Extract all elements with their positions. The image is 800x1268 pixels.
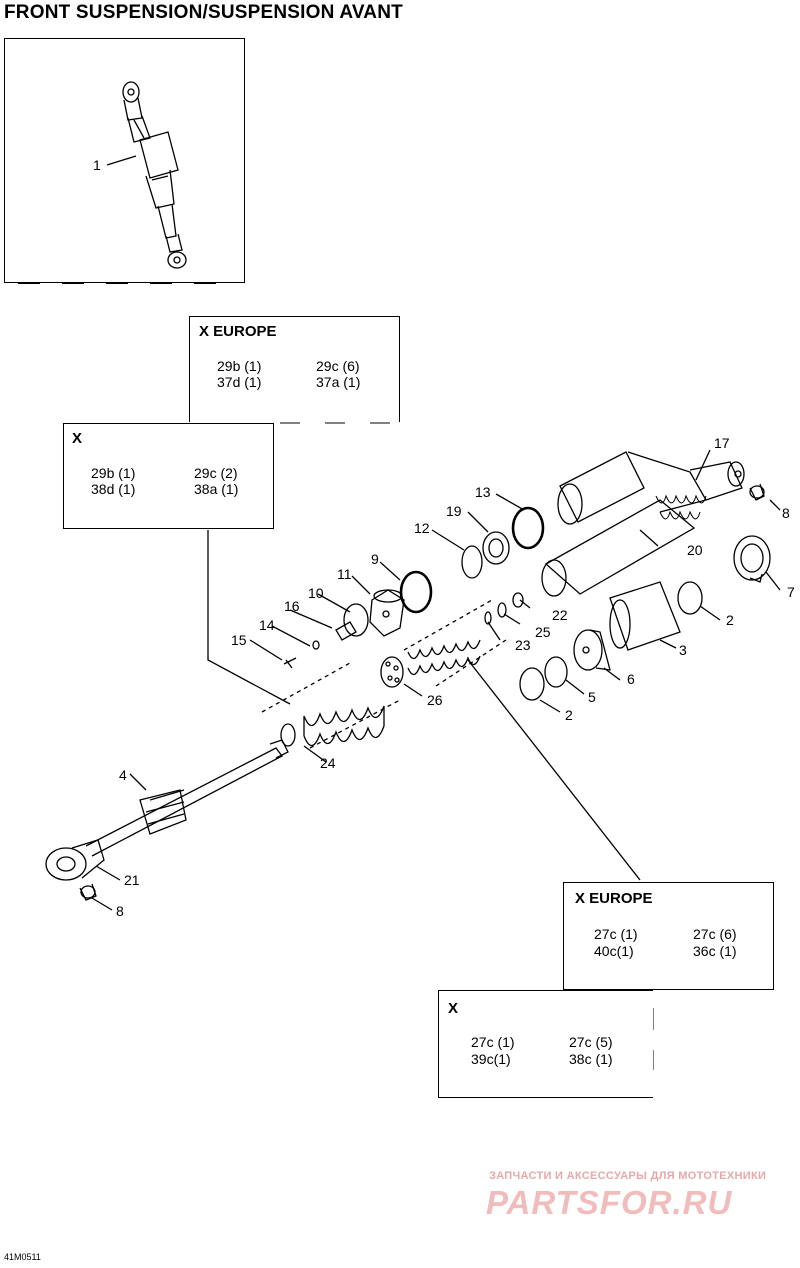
info-box-title: X EUROPE [575, 890, 653, 907]
callout-7: 7 [787, 584, 795, 600]
info-box-cell: 27c (1) [594, 926, 638, 942]
info-box-cell: 29b (1) [91, 465, 136, 481]
callout-2-lower: 2 [565, 707, 573, 723]
body-tube-part-20 [541, 494, 707, 597]
info-box-cell: 29c (6) [316, 358, 360, 374]
figure-id: 41M0511 [4, 1252, 41, 1262]
inset-shock-absorber [106, 81, 187, 269]
info-box-cell: 37d (1) [217, 374, 262, 390]
info-box-cell: 27c (1) [471, 1034, 515, 1050]
info-box-x-upper: X 29b (1) 29c (2) 38d (1) 38a (1) [63, 423, 274, 529]
info-box-cell: 29c (2) [194, 465, 238, 481]
info-box-cell: 38a (1) [194, 481, 239, 497]
page-title: FRONT SUSPENSION/SUSPENSION AVANT [4, 2, 403, 23]
callout-20: 20 [687, 542, 703, 558]
callout-21: 21 [124, 872, 140, 888]
callout-16: 16 [284, 598, 300, 614]
callout-8: 8 [782, 505, 790, 521]
info-box-title: X [448, 1000, 459, 1017]
callout-14: 14 [259, 617, 275, 633]
spring-part-23 [407, 639, 481, 676]
info-box-cell: 38d (1) [91, 481, 136, 497]
callout-19: 19 [446, 503, 462, 519]
callout-2-upper: 2 [726, 612, 734, 628]
callout-24: 24 [320, 755, 336, 771]
callout-5: 5 [588, 689, 596, 705]
callout-8-lower: 8 [116, 903, 124, 919]
info-box-title: X EUROPE [199, 323, 277, 340]
callout-6: 6 [627, 671, 635, 687]
reservoir-body-part-17 [557, 451, 765, 525]
info-box-title: X [72, 430, 83, 447]
info-box-cell: 38c (1) [569, 1051, 613, 1067]
callout-4: 4 [119, 767, 127, 783]
info-box-cell: 36c (1) [693, 943, 737, 959]
info-box-cell: 29b (1) [217, 358, 262, 374]
callout-15: 15 [231, 632, 247, 648]
info-box-cell: 27c (6) [693, 926, 737, 942]
callout-3: 3 [679, 642, 687, 658]
callout-26: 26 [427, 692, 443, 708]
callout-17: 17 [714, 435, 730, 451]
spring-part-24 [280, 705, 385, 747]
callout-10: 10 [308, 585, 324, 601]
info-box-x-europe-upper: X EUROPE 29b (1) 29c (6) 37d (1) 37a (1) [189, 316, 400, 422]
info-box-x-europe-lower: X EUROPE 27c (1) 27c (6) 40c(1) 36c (1) [563, 882, 774, 990]
info-box-x-lower: X 27c (1) 27c (5) 39c(1) 38c (1) [438, 990, 653, 1098]
callout-9: 9 [371, 551, 379, 567]
callout-13: 13 [475, 484, 491, 500]
callout-22: 22 [552, 607, 568, 623]
info-box-cell: 27c (5) [569, 1034, 613, 1050]
piston-part-26 [380, 656, 404, 688]
callout-1: 1 [93, 157, 101, 173]
info-box-cell: 39c(1) [471, 1051, 511, 1067]
inset-assembly-view [4, 38, 245, 283]
info-box-cell: 37a (1) [316, 374, 361, 390]
watermark-logo: PARTSFOR.RU [486, 1184, 733, 1221]
callout-11: 11 [337, 566, 352, 582]
watermark-tagline: ЗАПЧАСТИ И АКСЕССУАРЫ ДЛЯ МОТОТЕХНИКИ [489, 1170, 767, 1182]
cap-part-11 [369, 589, 405, 637]
shaft-rod-part-4 [45, 739, 289, 901]
callout-25: 25 [535, 624, 551, 640]
callout-23: 23 [515, 637, 531, 653]
callout-12: 12 [414, 520, 430, 536]
info-box-cell: 40c(1) [594, 943, 634, 959]
